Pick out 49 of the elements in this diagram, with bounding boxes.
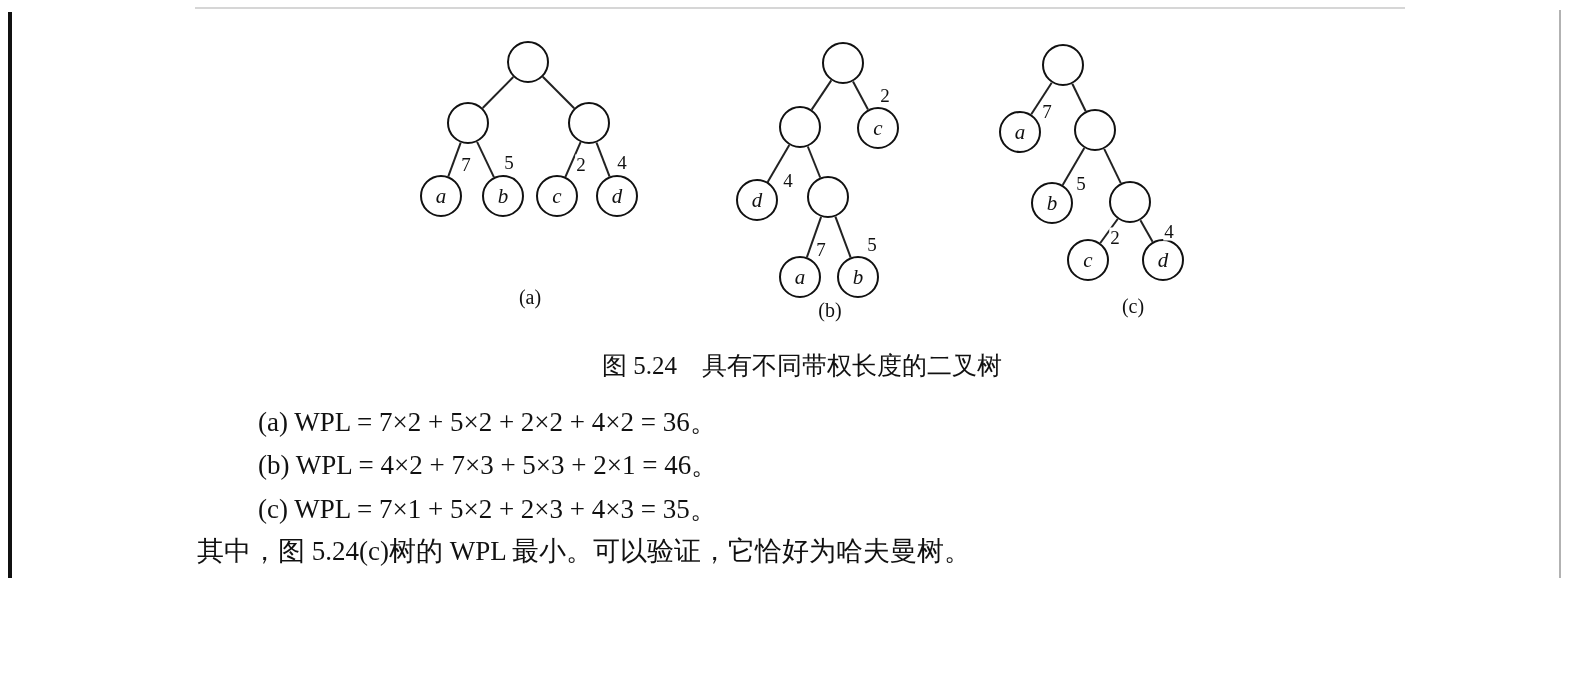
circle-node [779,106,821,148]
subfigure-label: (c) [1121,294,1145,318]
circle-node: a [420,175,462,217]
circle-node [822,42,864,84]
tree-edge [766,144,791,183]
circle-node: a [999,111,1041,153]
circle-node: d [596,175,638,217]
circle-node: b [1031,182,1073,224]
circle-node [447,102,489,144]
tree-edge [834,215,852,259]
tree-edge [447,141,462,178]
subfigure-label: (b) [818,298,842,322]
equation-text: (b) WPL = 4×2 + 7×3 + 5×3 + 2×1 = 46。 [258,450,719,482]
tree-edge [810,79,833,111]
tree-edge [1071,82,1087,113]
equation-text: (c) WPL = 7×1 + 5×2 + 2×3 + 4×3 = 35。 [258,494,717,526]
circle-node [807,176,849,218]
circle-node: b [482,175,524,217]
tree-edge [806,145,822,179]
circle-node [1109,181,1151,223]
circle-node: b [837,256,879,298]
circle-node: d [736,179,778,221]
tree-edge [1103,147,1122,185]
circle-node [1042,44,1084,86]
circle-node: a [779,256,821,298]
tree-edge [564,141,582,178]
tree-edge [1030,81,1053,116]
tree-edge [541,75,576,110]
circle-node [1074,109,1116,151]
tree-edge [1061,147,1086,186]
circle-node [568,102,610,144]
subfigure-label: (a) [518,285,542,309]
tree-edge [481,76,515,109]
circle-node [507,41,549,83]
tree-edge [852,80,869,111]
edge-label: 2 [575,154,587,174]
figure-caption: 图 5.24 具有不同带权长度的二叉树 [602,351,1002,381]
tree-edge [595,141,611,178]
tree-edge [1099,218,1119,244]
circle-node: c [857,107,899,149]
equation-text: (a) WPL = 7×2 + 5×2 + 2×2 + 4×2 = 36。 [258,407,717,439]
circle-node: c [1067,239,1109,281]
edge-label: 2 [1109,227,1121,247]
circle-node: d [1142,239,1184,281]
circle-node: c [536,175,578,217]
tree-edge [805,215,823,259]
tree-edge [476,140,495,179]
tree-edge [1139,219,1154,243]
body-text: 其中，图 5.24(c)树的 WPL 最小。可以验证，它恰好为哈夫曼树。 [197,536,972,568]
